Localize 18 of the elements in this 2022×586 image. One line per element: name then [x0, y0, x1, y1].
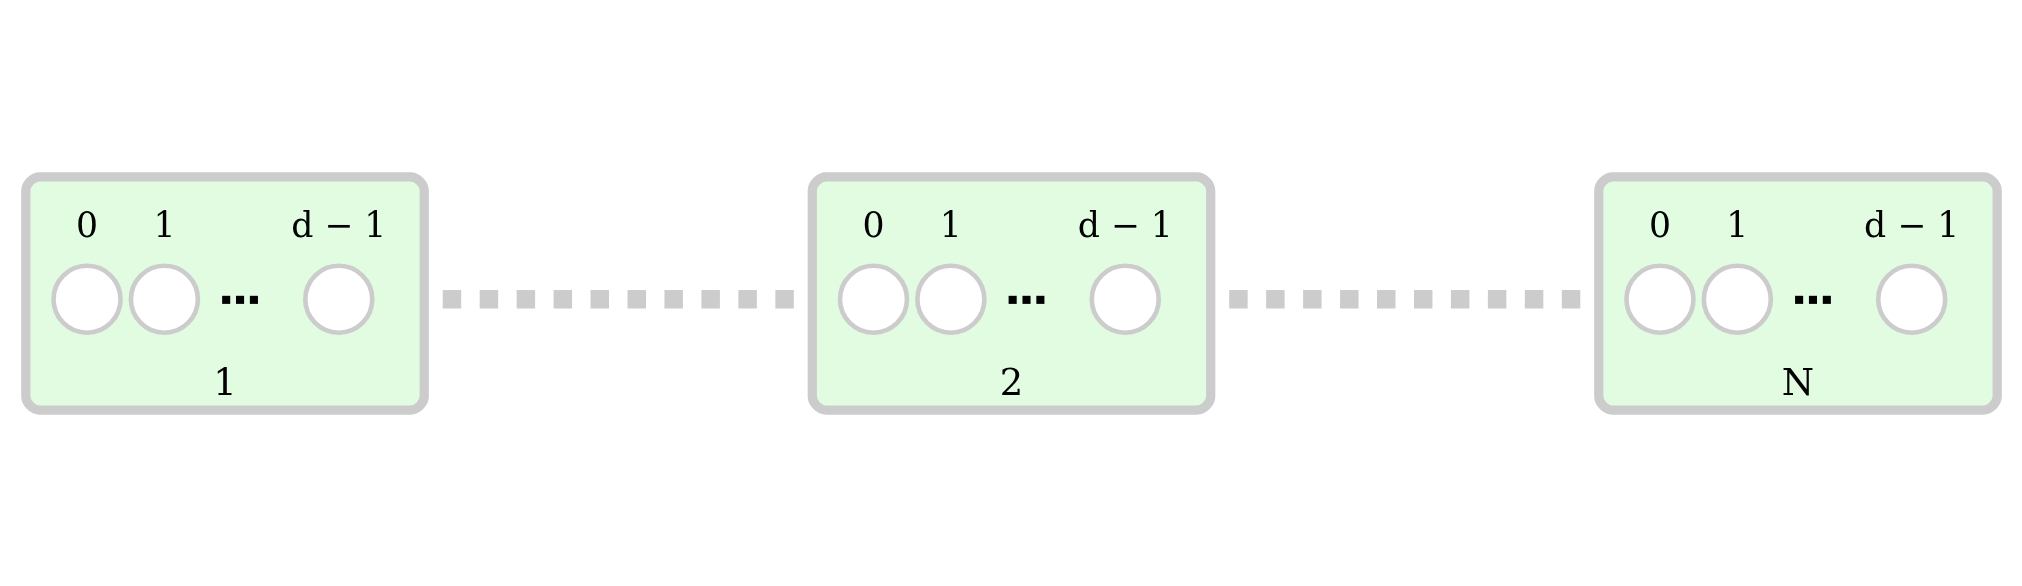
node-label: 0 [75, 204, 98, 245]
node-circle [914, 262, 987, 335]
node-circle [1088, 262, 1161, 335]
node-circle [837, 262, 909, 335]
node-circle [1875, 262, 1947, 335]
node-label: 0 [861, 204, 885, 245]
node-circle [1623, 262, 1696, 335]
node-label: d − 1 [1077, 204, 1173, 245]
node-circle [302, 262, 375, 335]
node-circle [128, 262, 200, 335]
node-label: 1 [939, 204, 962, 245]
node-label: d − 1 [1863, 204, 1959, 245]
node-circle [1701, 262, 1773, 335]
node-label: 0 [1648, 204, 1671, 245]
node-label: d − 1 [290, 204, 386, 245]
node-label: 1 [1725, 204, 1748, 245]
node-label: 1 [152, 204, 175, 245]
node-circle [50, 262, 123, 335]
